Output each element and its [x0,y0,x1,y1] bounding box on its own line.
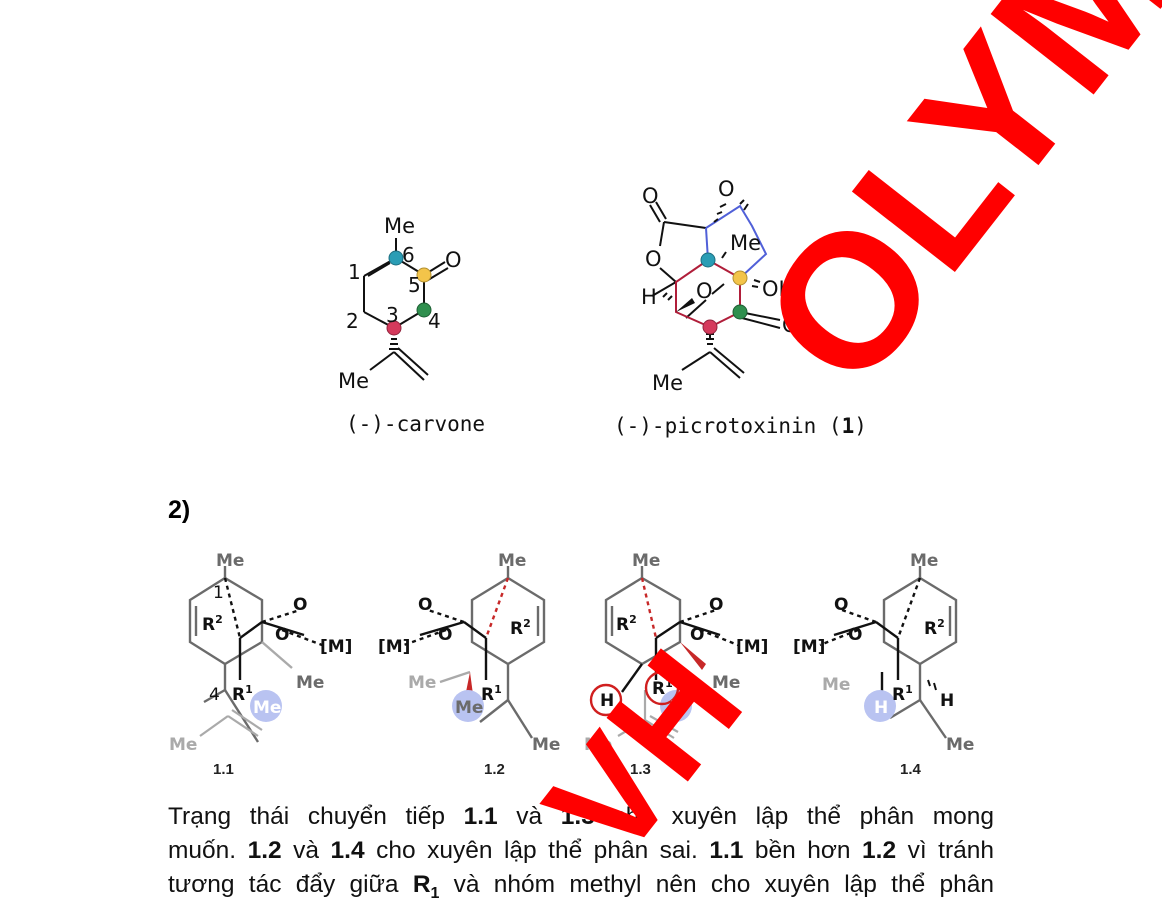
paragraph-line-3: tương tác đẩy giữa R1 và nhóm methyl nên… [168,871,994,902]
carvone-caption: (-)-carvone [346,412,486,436]
ts13-me-right: Me [712,673,740,693]
ts-caption-1-4: 1.4 [900,761,921,778]
carvone-n1: 1 [348,260,361,284]
pic-iso-me-label: Me [652,371,683,395]
ts14-o-top: O [834,595,848,615]
ts-1-2: Me O O [M] R2 Me R1 Me Me [378,551,560,755]
ts-caption-1-2: 1.2 [484,761,505,778]
picrotoxinin-caption-prefix: (-)-picrotoxinin ( [614,414,842,438]
ts-caption-1-1: 1.1 [213,761,234,778]
picrotoxinin-caption-num: 1 [841,414,855,438]
ts13-me-top: Me [632,551,660,571]
ts-1-4: Me O O [M] R2 Me R1 H H Me [793,551,974,755]
ts13-o-mid: O [690,625,704,645]
ts14-o-mid: O [848,625,862,645]
pic-o-carbonyl: O [782,313,799,337]
ts13-me-bottom: Me [584,735,612,755]
ts12-me-top: Me [498,551,526,571]
carvone-n2: 2 [346,309,359,333]
ts13-h-circle: H [670,698,684,718]
picrotoxinin-caption-suffix: ) [854,414,867,438]
ts13-h-left: H [600,691,614,711]
pic-o-ring-center: O [696,279,713,303]
picrotoxinin-caption: (-)-picrotoxinin (1) [614,414,867,438]
ts13-r2: R2 [616,613,637,635]
ts12-me-bottom: Me [532,735,560,755]
pic-o-ring-left: O [645,247,662,271]
ts12-r1: R1 [481,683,502,705]
ts11-me-circle: Me [253,698,281,718]
ts-caption-1-3: 1.3 [630,761,651,778]
ts13-metal: [M] [736,637,768,657]
ts14-h-circle: H [874,698,888,718]
pic-o-epoxide: O [718,177,735,201]
ts-1-1: Me 1 R2 O O [M] Me R1 Me 4 Me [169,551,352,755]
ts11-r1: R1 [232,683,253,705]
ts14-h-right: H [940,691,954,711]
ts11-n1: 1 [213,583,224,603]
ts11-metal: [M] [320,637,352,657]
ts11-o-top: O [293,595,307,615]
carvone-me-label: Me [384,214,415,238]
ts12-o-mid: O [438,625,452,645]
ts14-r2: R2 [924,617,945,639]
ts12-me-left: Me [408,673,436,693]
pic-o-top-left: O [642,184,659,208]
paragraph-line-2: muốn. 1.2 và 1.4 cho xuyên lập thể phân … [168,837,994,864]
explanation-paragraph: Trạng thái chuyển tiếp 1.1 và 1.3 cho xu… [168,800,994,911]
ts11-me-right: Me [296,673,324,693]
ts13-r1: R1 [652,677,673,699]
pic-h-label: H [641,285,657,309]
paragraph-line-1: Trạng thái chuyển tiếp 1.1 và 1.3 cho xu… [168,803,994,830]
ts14-me-top: Me [910,551,938,571]
ts14-me-bottom: Me [946,735,974,755]
ts12-me-circle: Me [455,698,483,718]
ts11-me-bottom: Me [169,735,197,755]
ts11-me-top: Me [216,551,244,571]
ts12-metal: [M] [378,637,410,657]
ts12-r2: R2 [510,617,531,639]
pic-me-label: Me [730,231,761,255]
carvone-oxygen-label: O [445,248,462,272]
section-number: 2) [168,496,191,524]
ts14-me-left: Me [822,675,850,695]
ts14-r1: R1 [892,683,913,705]
ts12-o-top: O [418,595,432,615]
carvone-n4: 4 [428,309,441,333]
ts14-metal: [M] [793,637,825,657]
ts11-n4: 4 [209,685,220,705]
ts11-o-mid: O [275,625,289,645]
carvone-n3: 3 [386,303,399,327]
carvone-n5: 5 [408,273,421,297]
ts13-o-top: O [709,595,723,615]
ts-1-3: Me R2 O O [M] Me H R1 H Me [584,551,768,755]
carvone-iso-me-label: Me [338,369,369,393]
pic-oh-label: OH [762,277,794,301]
ts11-r2: R2 [202,613,223,635]
carvone-n6: 6 [402,243,415,267]
